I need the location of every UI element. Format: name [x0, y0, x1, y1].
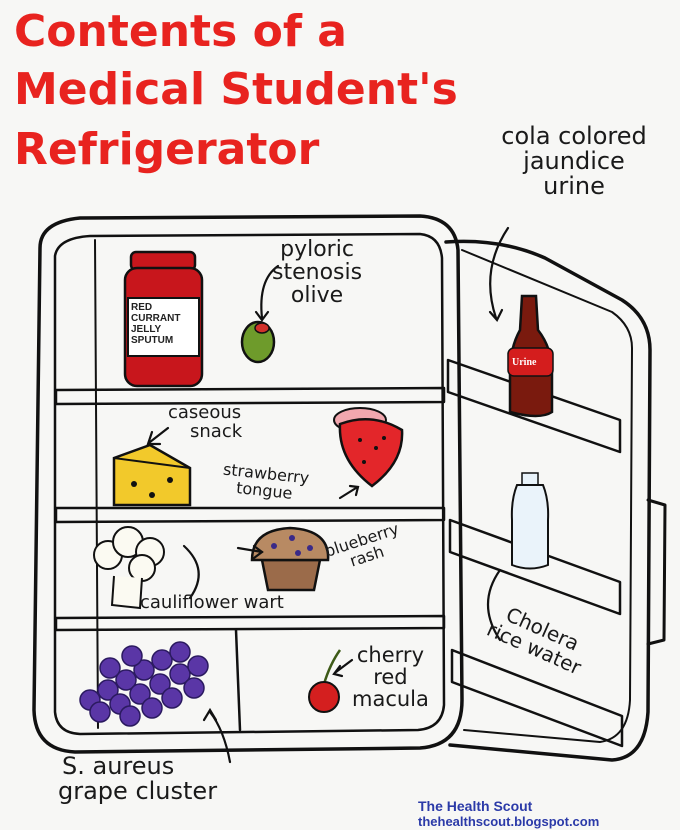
crisper-divider: [234, 628, 242, 732]
label-cheese: caseous snack: [168, 402, 243, 442]
label-olive-1: pyloric: [280, 237, 354, 262]
cheese-wedge: [112, 443, 192, 507]
fridge-body: [32, 214, 464, 754]
jar-label: RED CURRANT JELLY SPUTUM: [131, 302, 201, 346]
label-cherry: cherry red macula: [352, 644, 429, 710]
shelf-2: [54, 506, 446, 524]
water-bottle: [510, 472, 550, 570]
credit-url[interactable]: thehealthscout.blogspot.com: [418, 814, 600, 829]
label-cherry-3: macula: [352, 687, 429, 712]
label-grape-2: grape cluster: [58, 777, 218, 806]
credit-name: The Health Scout: [418, 798, 533, 814]
fridge-door: [444, 239, 652, 762]
jar-label-1: RED: [131, 302, 153, 313]
door-shelf-1: [446, 358, 622, 454]
jar-label-4: SPUTUM: [131, 335, 174, 346]
bottle-label: Urine: [512, 357, 537, 368]
door-handle: [646, 498, 667, 646]
title-line-1: Contents of a: [14, 6, 347, 57]
shelf-3: [54, 614, 446, 632]
label-olive: pyloric stenosis olive: [272, 238, 362, 307]
title-line-3: Refrigerator: [14, 124, 320, 175]
jelly-jar: [123, 250, 204, 388]
label-cauliflower: cauliflower wart: [140, 592, 284, 613]
cauliflower: [93, 526, 165, 610]
label-cola-3: urine: [543, 172, 605, 201]
label-olive-3: olive: [290, 283, 344, 309]
label-cola: cola colored jaundice urine: [488, 122, 660, 201]
label-cheese-2: snack: [190, 420, 243, 442]
label-cheese-1: caseous: [168, 402, 242, 423]
jar-label-3: JELLY: [131, 324, 162, 335]
label-olive-2: stenosis: [272, 260, 363, 286]
cola-bottle: [507, 294, 554, 418]
door-shelf-2: [448, 518, 622, 616]
fridge-cavity: [53, 232, 446, 736]
label-cherry-1: cherry: [356, 643, 424, 667]
title-line-2: Medical Student's: [14, 64, 458, 115]
grape-cluster: [79, 641, 209, 727]
jar-label-2: CURRANT: [131, 313, 181, 324]
label-grape-1: S. aureus: [62, 752, 175, 780]
strawberry: [333, 407, 404, 488]
shelf-1: [54, 386, 446, 406]
label-cola-1: cola colored: [501, 122, 647, 150]
cherry: [308, 649, 342, 713]
label-grape: S. aureus grape cluster: [58, 752, 218, 806]
label-cola-2: jaundice: [523, 147, 625, 176]
label-cherry-2: red: [373, 665, 408, 690]
olive: [240, 320, 276, 364]
blueberry-muffin: [250, 526, 330, 592]
door-shelf-3: [450, 648, 624, 748]
